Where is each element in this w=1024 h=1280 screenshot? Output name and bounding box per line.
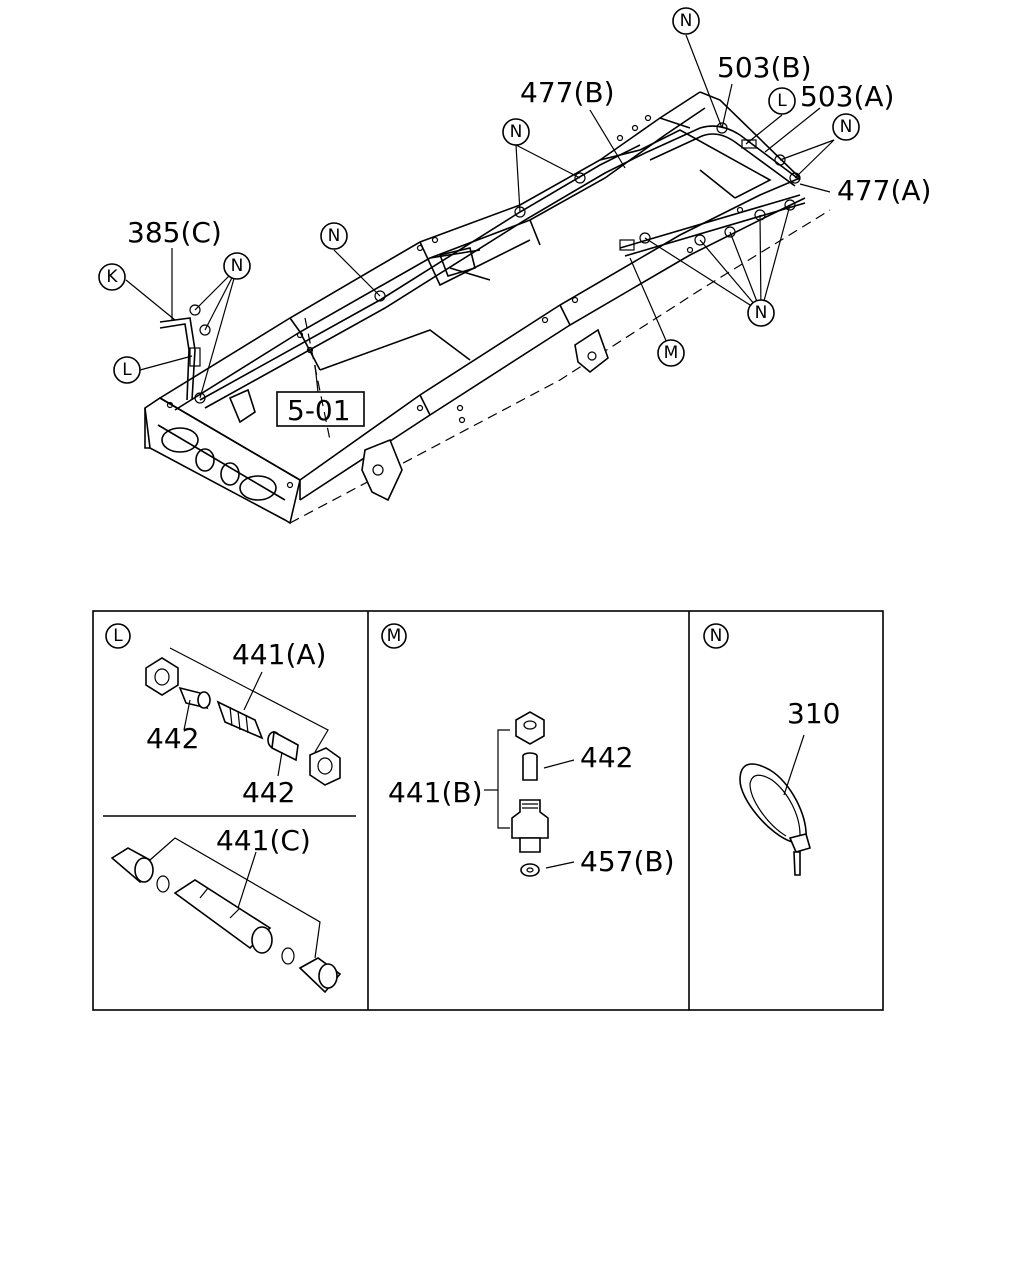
pipe-rear-cross xyxy=(619,194,806,257)
svg-text:5-01: 5-01 xyxy=(287,394,351,427)
svg-text:L: L xyxy=(113,626,123,646)
pipe-clips xyxy=(189,122,801,404)
bracket-left xyxy=(228,388,256,424)
fitting-441c-left xyxy=(110,847,170,893)
panel-l: L 441(A) 442 xyxy=(105,623,342,994)
svg-text:N: N xyxy=(328,226,341,246)
svg-text:N: N xyxy=(710,626,723,646)
reference-box-5-01: 5-01 xyxy=(276,391,365,427)
sleeve-442-left xyxy=(178,686,211,710)
detail-panels xyxy=(92,610,884,1011)
label-477b: 477(B) xyxy=(520,76,615,109)
svg-text:L: L xyxy=(777,91,787,111)
washer-457b xyxy=(520,863,540,877)
panel-n: N 310 xyxy=(703,623,840,876)
chassis-frame xyxy=(144,91,831,525)
union-441b xyxy=(511,799,549,853)
panel-m: M 441(B) 442 457(B) xyxy=(381,623,675,878)
label-503a: 503(A) xyxy=(800,80,894,113)
svg-text:N: N xyxy=(680,11,693,31)
nut-right xyxy=(309,747,341,786)
callout-n-left: N xyxy=(223,252,251,280)
svg-text:N: N xyxy=(755,303,768,323)
union-441a xyxy=(216,700,264,740)
fitting-441c-right xyxy=(281,947,342,994)
label-442-m: 442 xyxy=(580,741,633,774)
svg-text:M: M xyxy=(387,626,402,646)
svg-text:M: M xyxy=(664,343,679,363)
label-457b: 457(B) xyxy=(580,845,675,878)
panel-m-code: M xyxy=(381,623,407,649)
bracket-middle xyxy=(574,328,609,374)
callout-n-mid: N xyxy=(320,222,348,250)
callout-n-bottom: N xyxy=(747,299,775,327)
label-441a: 441(A) xyxy=(232,638,326,671)
callout-n-right: N xyxy=(832,113,860,141)
label-441c: 441(C) xyxy=(216,824,311,857)
sleeve-441c xyxy=(173,879,273,954)
callout-n-477b: N xyxy=(502,118,530,146)
bracket-front xyxy=(361,438,403,502)
svg-text:N: N xyxy=(231,256,244,276)
panel-n-code: N xyxy=(703,623,729,649)
label-442-l1: 442 xyxy=(146,722,199,755)
callout-m: M xyxy=(657,339,685,367)
nut-m xyxy=(515,711,545,745)
callout-l-left: L xyxy=(113,356,141,384)
label-441b: 441(B) xyxy=(388,776,483,809)
callout-k: K xyxy=(98,263,126,291)
label-442-l2: 442 xyxy=(242,776,295,809)
panel-l-code: L xyxy=(105,623,131,649)
label-477a: 477(A) xyxy=(837,174,931,207)
svg-text:N: N xyxy=(510,122,523,142)
label-385c: 385(C) xyxy=(127,216,222,249)
svg-text:L: L xyxy=(122,360,132,380)
leader-lines xyxy=(125,34,835,399)
frame-holes xyxy=(166,114,744,489)
svg-text:N: N xyxy=(840,117,853,137)
svg-text:K: K xyxy=(106,267,118,287)
cable-tie-310 xyxy=(739,763,811,876)
callout-n-top: N xyxy=(672,7,700,35)
pipe-477a xyxy=(644,125,801,187)
sleeve-442-m xyxy=(522,752,538,781)
nut-left xyxy=(145,657,179,696)
label-310: 310 xyxy=(787,697,840,730)
sleeve-442-right xyxy=(267,730,299,762)
label-503b: 503(B) xyxy=(717,51,812,84)
callout-l-top: L xyxy=(768,87,796,115)
